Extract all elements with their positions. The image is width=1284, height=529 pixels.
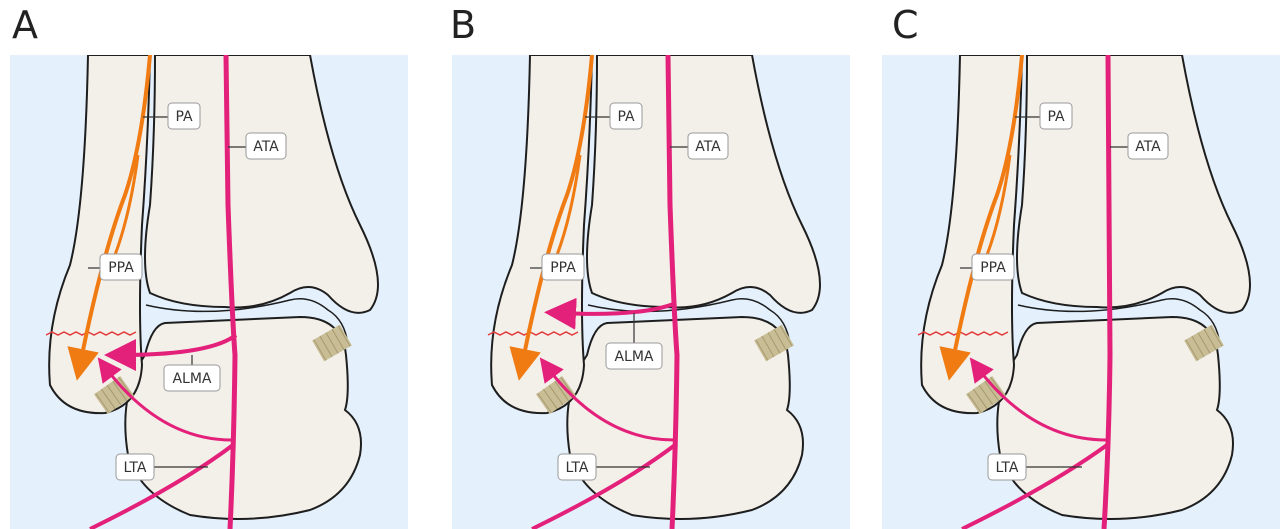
panel-label-c: C [892,6,919,44]
diagram-panel-b: PA ATA PPA ALMA LTA [452,55,850,529]
panel-label-a: A [12,6,38,44]
svg-text:PPA: PPA [108,260,134,276]
svg-text:LTA: LTA [996,460,1019,476]
svg-text:ATA: ATA [695,139,721,155]
svg-text:PA: PA [617,109,635,125]
panel-label-b: B [450,6,476,44]
svg-text:LTA: LTA [124,460,147,476]
diagram-panel-a: PA ATA PPA ALMA LTA [10,55,408,529]
diagram-panel-c: PA ATA PPA LTA [882,55,1280,529]
svg-text:PPA: PPA [980,260,1006,276]
svg-text:PPA: PPA [550,260,576,276]
svg-text:LTA: LTA [566,460,589,476]
svg-text:ALMA: ALMA [172,371,211,387]
svg-text:ATA: ATA [253,139,279,155]
svg-text:ATA: ATA [1135,139,1161,155]
svg-text:PA: PA [1047,109,1065,125]
svg-text:PA: PA [175,109,193,125]
svg-text:ALMA: ALMA [614,349,653,365]
